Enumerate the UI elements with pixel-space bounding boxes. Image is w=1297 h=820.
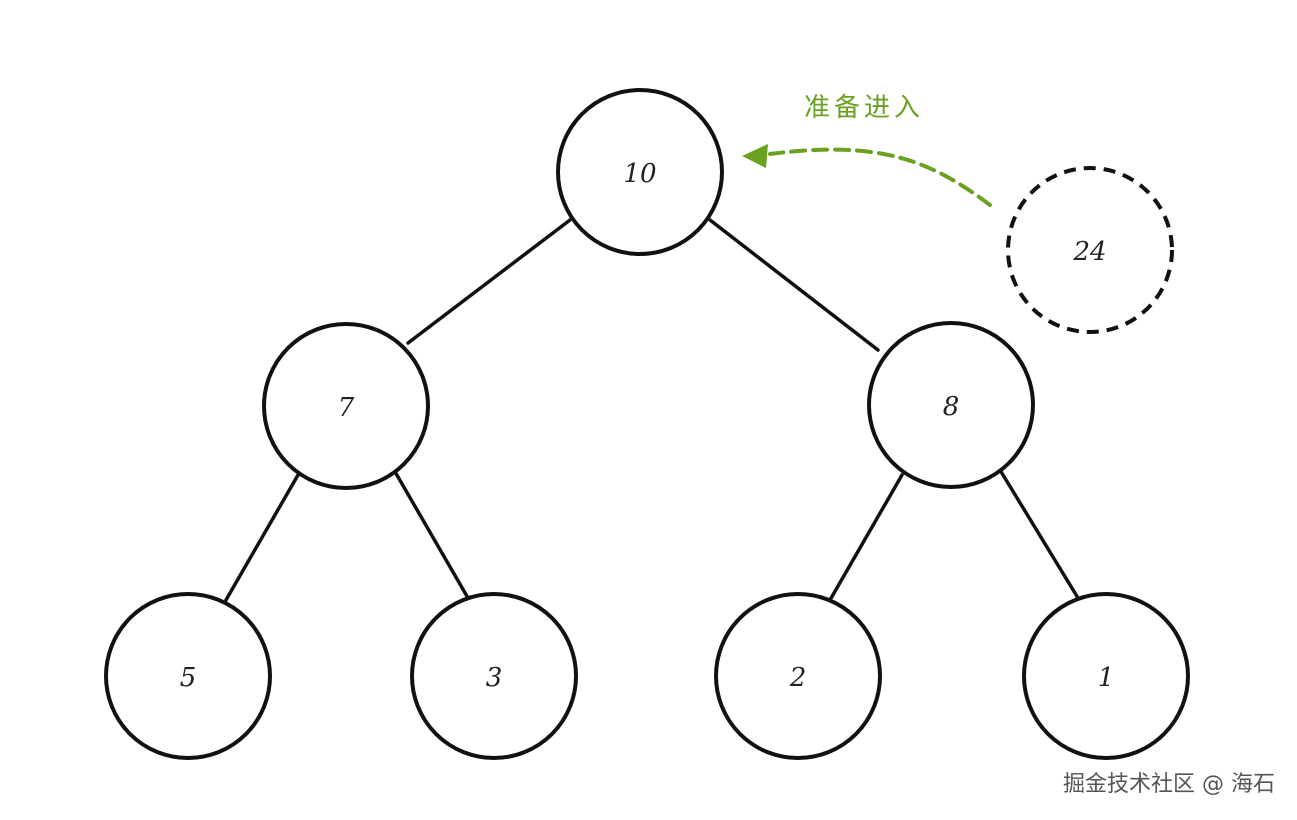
node-label: 10 [623,159,656,189]
node-label: 8 [943,392,960,422]
node-label: 1 [1098,663,1115,693]
node-8: 8 [867,321,1035,489]
node-label: 3 [486,663,503,693]
node-label: 5 [180,663,197,693]
node-3: 3 [410,592,578,760]
arrow-head-icon [742,144,768,168]
node-5: 5 [104,592,272,760]
edge-10-8 [708,218,880,352]
node-7: 7 [262,322,430,490]
node-2: 2 [714,592,882,760]
node-label: 24 [1072,237,1106,267]
node-1: 1 [1022,592,1190,760]
annotation-label: 准备进入 [804,93,924,123]
edge-7-5 [224,473,300,602]
incoming-node-24: 24 [1006,166,1174,334]
edge-10-7 [406,218,572,345]
node-label: 7 [338,393,355,423]
edge-7-3 [392,468,470,600]
edge-8-2 [828,473,904,602]
node-10: 10 [556,88,724,256]
insert-arrow [742,144,992,207]
node-label: 2 [789,663,807,693]
watermark: 掘金技术社区 @ 海石 [1063,772,1275,797]
edge-8-1 [998,468,1080,600]
